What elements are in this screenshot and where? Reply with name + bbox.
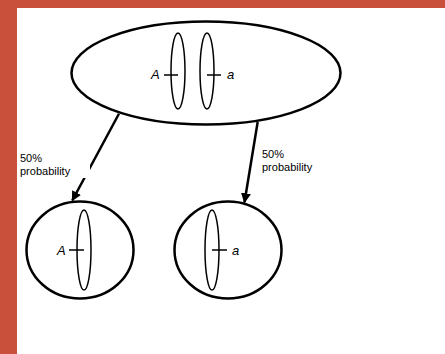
cell-ellipse bbox=[27, 202, 134, 299]
cell-outline bbox=[25, 200, 135, 300]
locus-line bbox=[212, 249, 227, 251]
allele-label: A bbox=[151, 68, 160, 81]
locus-line bbox=[207, 74, 221, 76]
chromosome bbox=[200, 33, 214, 109]
cell-outline bbox=[173, 200, 283, 300]
white-panel bbox=[17, 8, 445, 354]
cell-ellipse bbox=[72, 22, 341, 125]
chromosomes bbox=[69, 33, 227, 290]
allele-label: a bbox=[227, 68, 234, 81]
connectors bbox=[72, 114, 257, 203]
allele-label: A bbox=[57, 244, 66, 257]
gamete-cell: a bbox=[173, 200, 283, 300]
gamete-cell: A bbox=[25, 200, 135, 300]
allele-label: a bbox=[232, 244, 239, 257]
cell-ellipse bbox=[175, 202, 282, 299]
probability-label: 50% probability bbox=[262, 148, 332, 174]
locus-line bbox=[164, 74, 178, 76]
probability-label: 50% probability bbox=[20, 152, 90, 178]
parent-cell: Aa bbox=[70, 20, 342, 126]
cell-outline bbox=[70, 20, 342, 126]
arrow bbox=[245, 122, 258, 202]
chromosome bbox=[171, 33, 185, 109]
locus-line bbox=[69, 249, 84, 251]
